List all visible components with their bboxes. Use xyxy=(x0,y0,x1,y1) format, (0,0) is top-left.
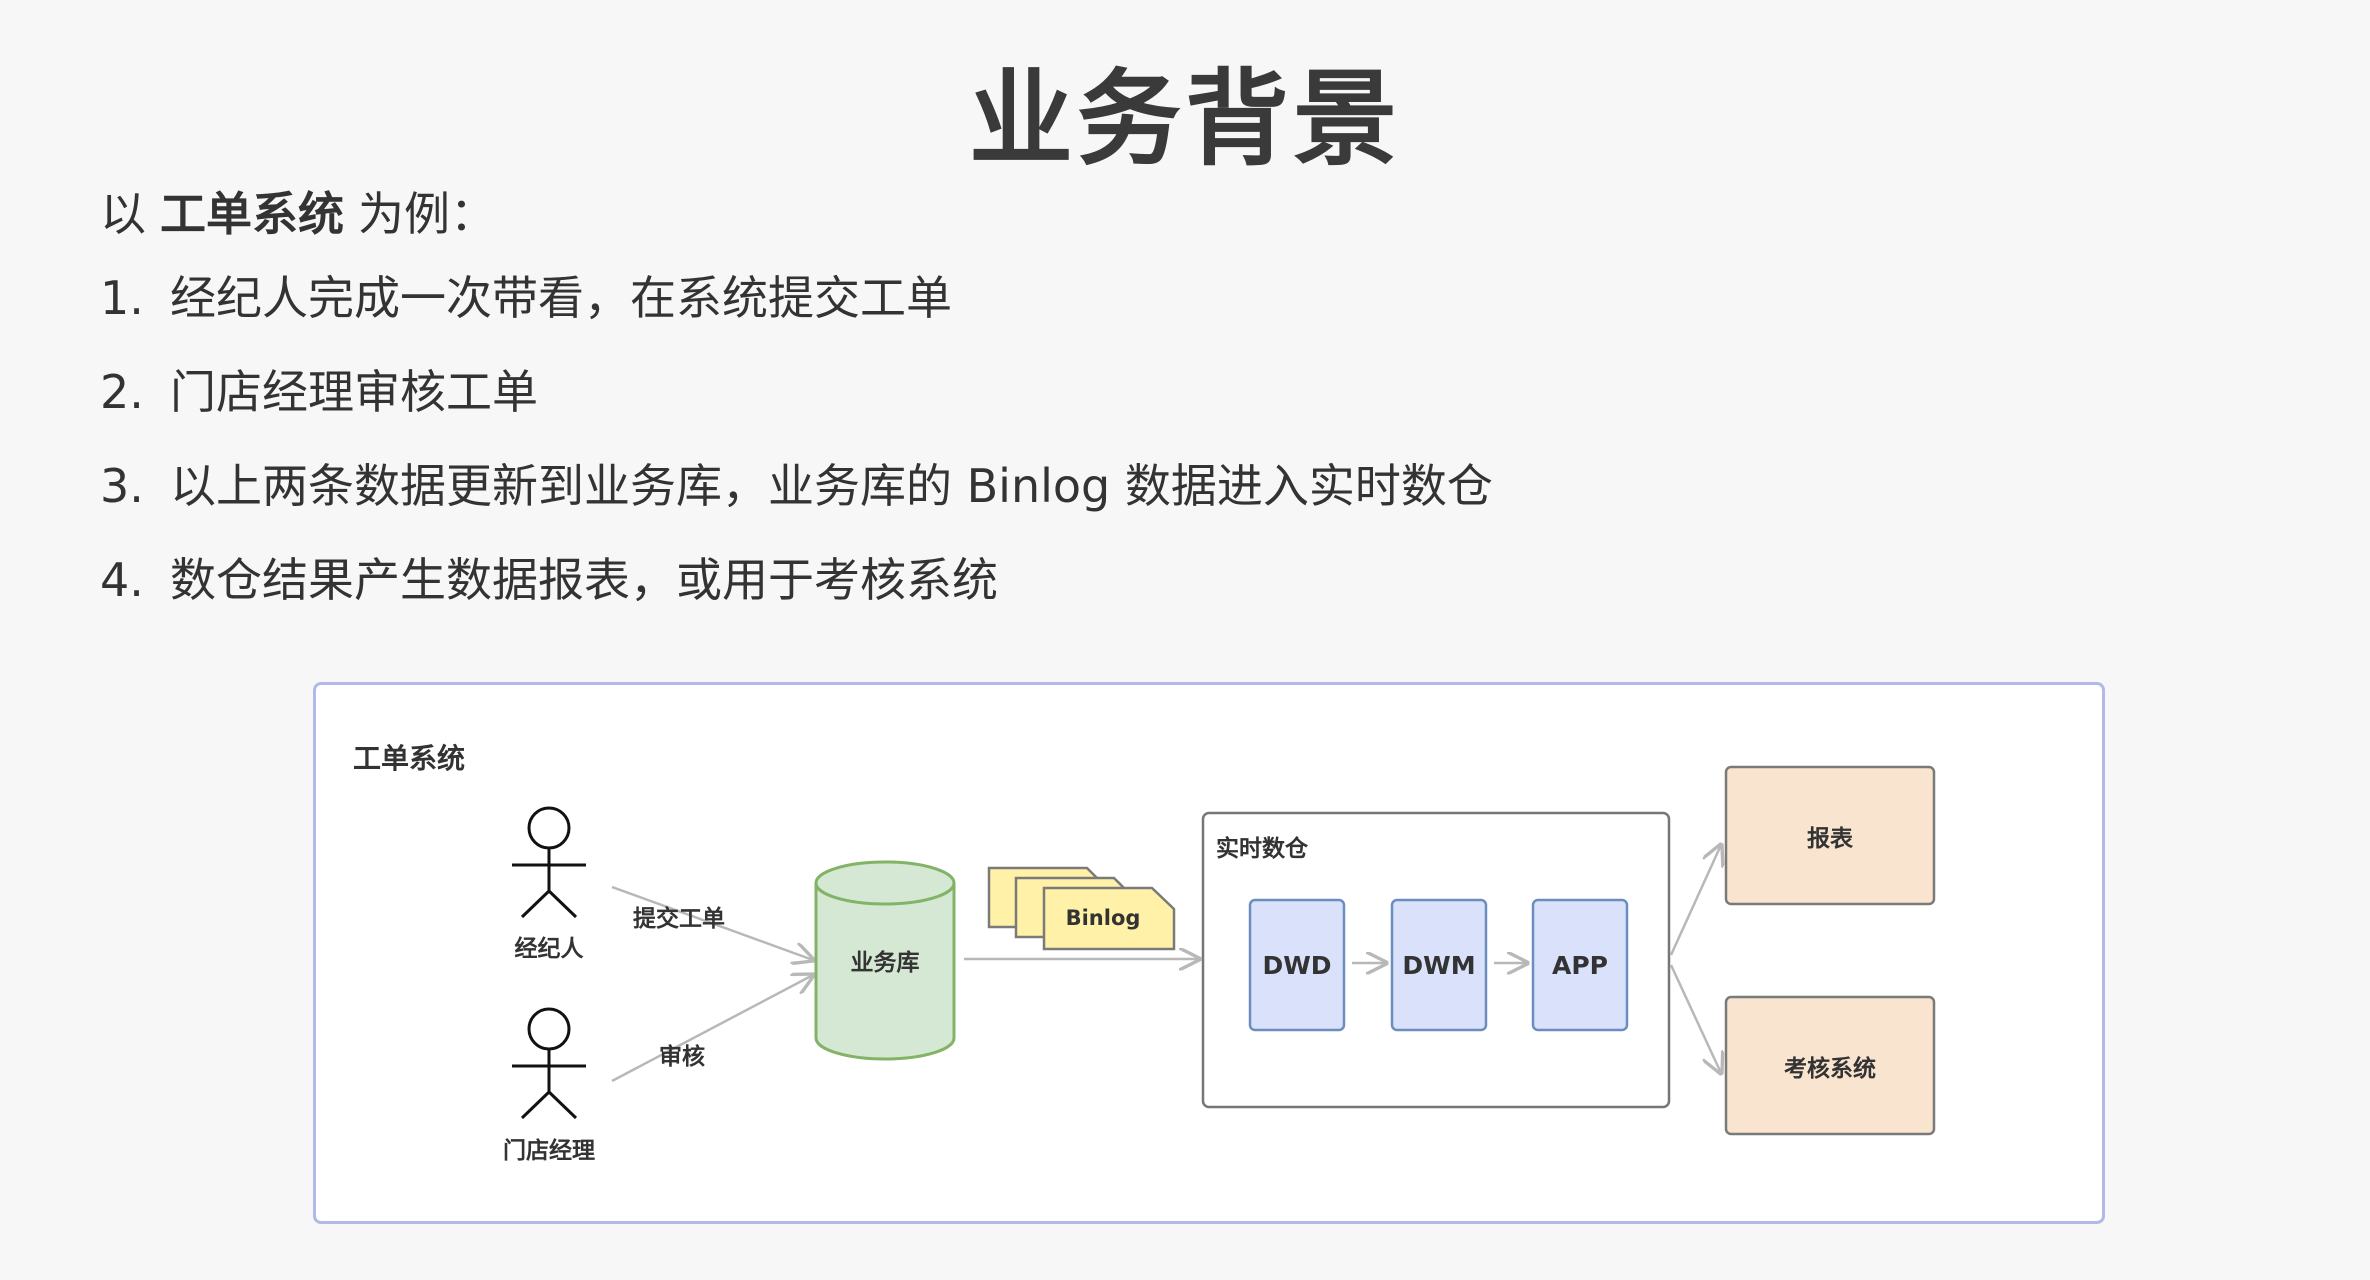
actor-label-agent: 经纪人 xyxy=(514,936,584,962)
step-number: 1. xyxy=(100,271,144,325)
binlog-documents xyxy=(987,866,1176,951)
list-item: 1. 经纪人完成一次带看，在系统提交工单 xyxy=(100,268,1493,362)
frame-label: 工单系统 xyxy=(353,742,466,775)
layer-label-app: APP xyxy=(1552,950,1608,980)
step-text: 经纪人完成一次带看，在系统提交工单 xyxy=(170,271,952,325)
step-number: 3. xyxy=(100,459,144,513)
layer-box-dwd xyxy=(1248,898,1346,1032)
assessment-label: 考核系统 xyxy=(1784,1055,1876,1082)
report-label: 报表 xyxy=(1807,825,1853,852)
step-text: 以上两条数据更新到业务库，业务库的 Binlog 数据进入实时数仓 xyxy=(170,459,1493,513)
action-label-review: 审核 xyxy=(659,1044,705,1070)
list-item: 2. 门店经理审核工单 xyxy=(100,362,1493,456)
workorder-diagram: 工单系统 经纪人 门店经理 提交工单 审核 业务库 Binlog 实时数仓 DW… xyxy=(313,682,2105,1224)
manager-stick-figure xyxy=(512,1007,586,1120)
intro-suffix: 为例： xyxy=(358,187,496,241)
list-item: 3. 以上两条数据更新到业务库，业务库的 Binlog 数据进入实时数仓 xyxy=(100,456,1493,550)
steps-list: 1. 经纪人完成一次带看，在系统提交工单 2. 门店经理审核工单 3. 以上两条数据更… xyxy=(100,268,1493,644)
step-text: 数仓结果产生数据报表，或用于考核系统 xyxy=(170,553,998,607)
assessment-box xyxy=(1724,995,1936,1136)
database-label: 业务库 xyxy=(850,950,920,976)
review-arrow xyxy=(611,975,813,1083)
layer-label-dwd: DWD xyxy=(1262,950,1332,980)
diagram-canvas xyxy=(512,765,1936,1136)
page-title: 业务背景 xyxy=(968,58,1401,180)
actor-label-manager: 门店经理 xyxy=(503,1138,595,1164)
agent-stick-figure xyxy=(512,806,586,919)
step-number: 4. xyxy=(100,553,144,607)
action-label-submit: 提交工单 xyxy=(633,906,725,932)
intro-system-name: 工单系统 xyxy=(160,187,344,241)
database-cylinder xyxy=(814,860,956,1061)
layer-box-dwm xyxy=(1390,898,1488,1032)
warehouse-label: 实时数仓 xyxy=(1216,836,1308,862)
layer-box-app xyxy=(1531,898,1629,1032)
submit-arrow xyxy=(611,885,813,960)
list-item: 4. 数仓结果产生数据报表，或用于考核系统 xyxy=(100,550,1493,644)
layer-label-dwm: DWM xyxy=(1402,950,1476,980)
step-number: 2. xyxy=(100,365,144,419)
binlog-label: Binlog xyxy=(1065,906,1141,930)
intro-prefix: 以 xyxy=(100,187,146,241)
report-box xyxy=(1724,765,1936,906)
report-arrow xyxy=(1669,845,1721,956)
step-text: 门店经理审核工单 xyxy=(170,365,538,419)
intro-line: 以工单系统为例： xyxy=(100,178,496,244)
assessment-arrow xyxy=(1669,964,1721,1073)
